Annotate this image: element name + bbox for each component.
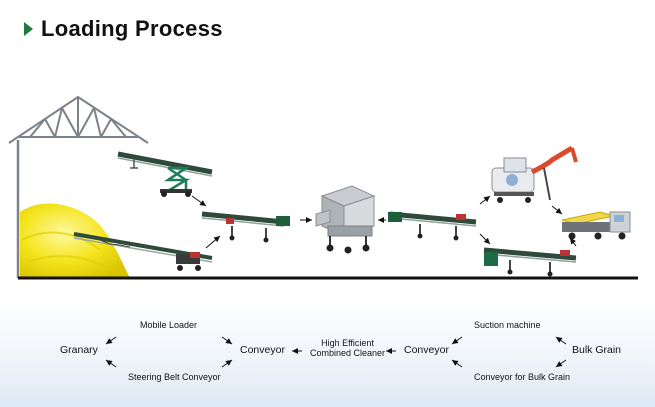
left-conveyor-machine <box>202 214 290 243</box>
bulk-grain-truck <box>562 212 630 240</box>
bulk-grain-conveyor-machine <box>484 250 576 277</box>
mobile-loader-machine <box>118 154 212 197</box>
flow-label-conveyor-right: Conveyor <box>404 344 449 356</box>
combined-cleaner-machine <box>316 186 374 254</box>
right-conveyor-machine <box>388 212 476 241</box>
flow-label-conveyor-bulk-grain: Conveyor for Bulk Grain <box>474 372 570 382</box>
flow-label-bulk-grain: Bulk Grain <box>572 344 621 356</box>
suction-machine-unit <box>492 148 576 203</box>
flow-label-conveyor-left: Conveyor <box>240 344 285 356</box>
flow-label-granary: Granary <box>60 344 98 356</box>
flow-label-cleaner-line2: Combined Cleaner <box>310 348 385 358</box>
flow-label-cleaner-line1: High Efficient <box>310 338 385 348</box>
flow-label-cleaner: High Efficient Combined Cleaner <box>310 338 385 359</box>
flow-label-steering-belt-conveyor: Steering Belt Conveyor <box>128 372 221 382</box>
flow-label-mobile-loader: Mobile Loader <box>140 320 197 330</box>
flow-label-suction-machine: Suction machine <box>474 320 541 330</box>
